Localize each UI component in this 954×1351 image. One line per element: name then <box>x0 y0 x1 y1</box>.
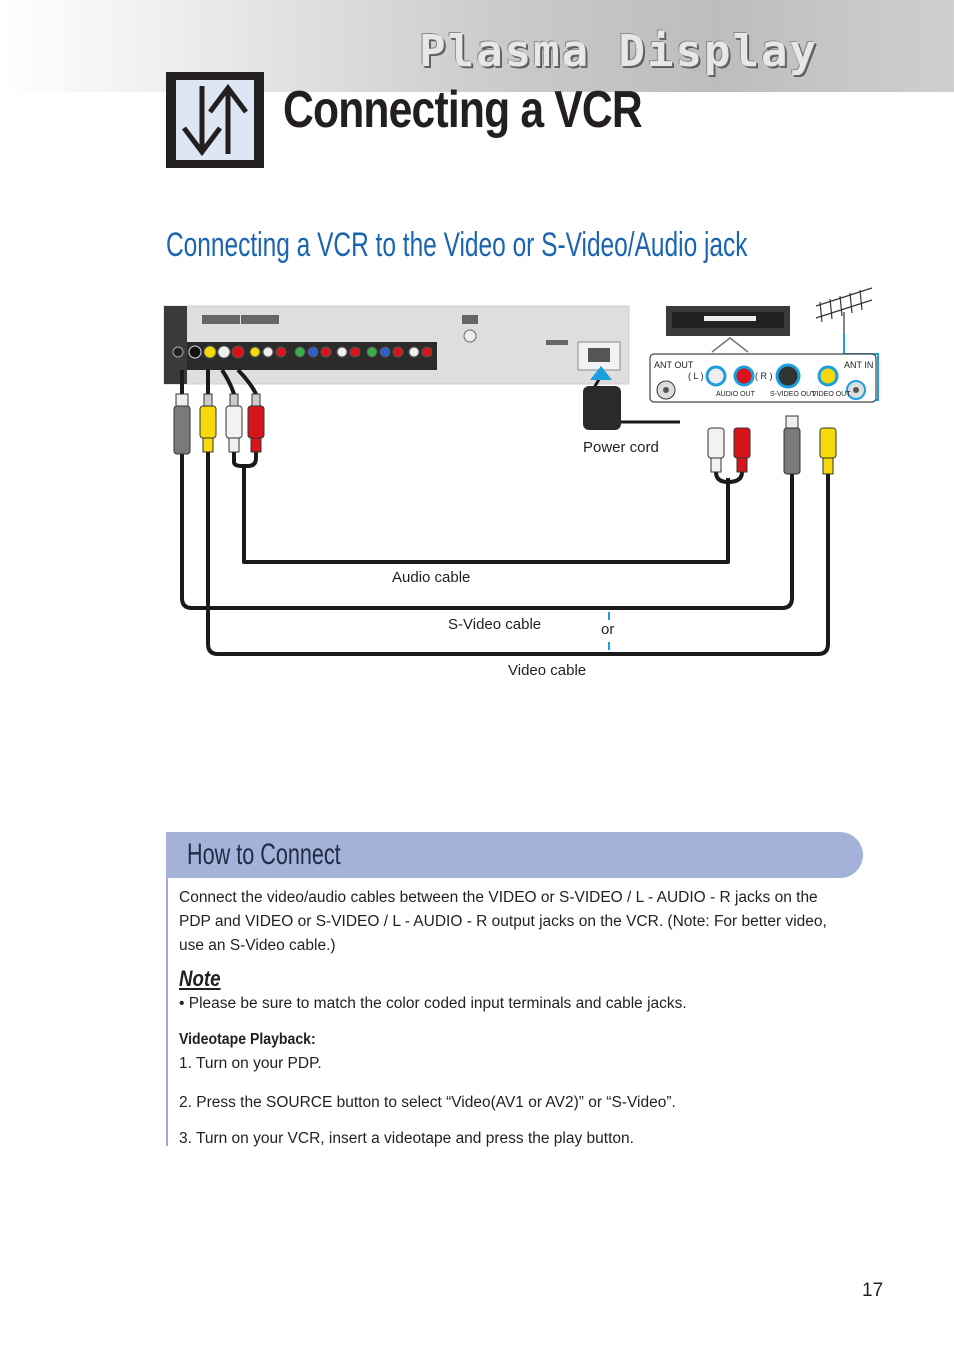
up-down-arrows-icon <box>166 72 264 168</box>
or-label: or <box>601 621 614 638</box>
how-to-connect-body: Connect the video/audio cables between t… <box>179 886 839 1151</box>
pdp-plug-audio-r <box>247 393 265 453</box>
header-banner: Plasma Display <box>0 0 954 92</box>
pdp-plug-audio-l <box>225 393 243 453</box>
page-title: Connecting a VCR <box>283 81 643 139</box>
vcr-plug-s-video <box>783 415 801 475</box>
how-to-connect-rule <box>166 878 168 1146</box>
step-3: 3. Turn on your VCR, insert a videotape … <box>179 1130 634 1147</box>
pdp-plug-video <box>199 393 217 453</box>
playback-heading: Videotape Playback: <box>179 1031 316 1048</box>
vcr-plug-video <box>819 427 837 475</box>
audio-l-label: ( L ) <box>688 371 704 381</box>
how-to-connect-title: How to Connect <box>187 838 341 871</box>
s-video-out-label: S-VIDEO OUT <box>770 391 816 398</box>
vcr-plug-audio-l <box>707 427 725 473</box>
cable-runs <box>180 368 830 656</box>
note-bullet: • Please be sure to match the color code… <box>179 995 687 1012</box>
step-2: 2. Press the SOURCE button to select “Vi… <box>179 1094 676 1111</box>
how-to-connect-header: How to Connect <box>166 832 863 878</box>
connection-diagram: ANT OUT ANT IN ( L ) ( R ) AUDIO OUT S-V… <box>163 287 879 679</box>
video-cable-label: Video cable <box>508 662 586 679</box>
power-cord <box>583 366 680 430</box>
ant-in-label: ANT IN <box>844 360 873 370</box>
vcr-plug-audio-r <box>733 427 751 473</box>
audio-cable-label: Audio cable <box>392 569 470 586</box>
pdp-rear-panel <box>163 305 630 385</box>
audio-r-label: ( R ) <box>755 371 773 381</box>
page-number: 17 <box>862 1280 884 1301</box>
section-title: Connecting a VCR to the Video or S-Video… <box>166 226 748 264</box>
vcr-unit <box>666 306 790 353</box>
audio-out-label: AUDIO OUT <box>716 391 756 398</box>
antenna-icon <box>815 287 873 334</box>
s-video-cable-label: S-Video cable <box>448 616 541 633</box>
step-1: 1. Turn on your PDP. <box>179 1055 322 1072</box>
video-out-label: VIDEO OUT <box>812 391 851 398</box>
banner-title: Plasma Display <box>419 26 818 77</box>
ant-out-label: ANT OUT <box>654 360 694 370</box>
vcr-back-panel: ANT OUT ANT IN ( L ) ( R ) AUDIO OUT S-V… <box>649 353 877 403</box>
intro-paragraph: Connect the video/audio cables between t… <box>179 889 827 954</box>
power-cord-label: Power cord <box>583 439 659 456</box>
note-heading: Note <box>179 966 221 991</box>
pdp-plug-s-video <box>173 393 191 455</box>
